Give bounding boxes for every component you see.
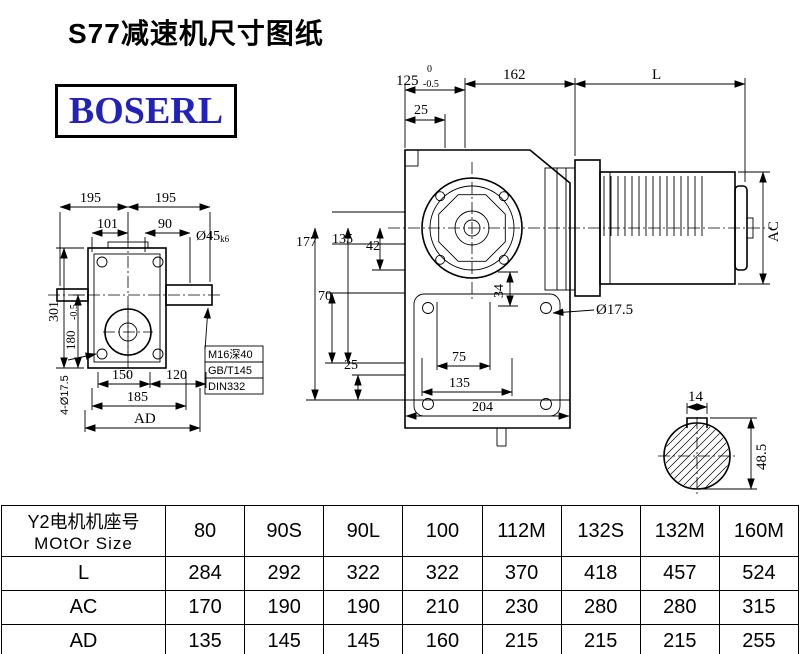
dim-204: 204 [472,400,493,415]
boserl-logo: BOSERL [55,84,237,138]
dim-4-holes: 4-Ø17.5 [59,375,71,415]
dim-180-tol: -0.5 [69,304,80,320]
table-cell: 135 [164,624,246,654]
table-row-L: L 284 292 322 322 370 418 457 524 [1,556,800,591]
size-col-header: 132S [560,505,641,557]
dim-75: 75 [452,350,466,365]
side-view: 195 195 101 90 Ø45k6 301 180 -0.5 4-Ø17.… [47,191,264,432]
table-cell: 315 [718,590,800,625]
table-cell: 170 [164,590,246,625]
table-cell: 215 [560,624,641,654]
size-col-header: 90L [323,505,404,557]
table-cell: 190 [323,590,404,625]
table-cell: 215 [639,624,720,654]
dim-195-left: 195 [80,191,101,206]
table-cell: 280 [560,590,641,625]
dim-135-bottom: 135 [449,376,470,391]
dim-125-tol-upper: 0 [427,64,432,75]
front-view: 125 0 -0.5 162 L 25 42 135 177 70 [296,64,782,447]
dim-70: 70 [318,289,332,304]
dim-bore-depth-48-5: 48.5 [754,444,770,470]
row-label: AC [1,590,166,625]
table-cell: 160 [402,624,483,654]
dim-150: 150 [112,368,133,383]
size-col-header: 160M [718,505,800,557]
table-cell: 322 [323,556,404,591]
size-col-header: 90S [244,505,325,557]
note-gb-standard: GB/T145 [208,365,252,377]
dim-34: 34 [492,284,507,298]
table-cell: 190 [244,590,325,625]
dim-162: 162 [503,67,526,83]
table-cell: 418 [560,556,641,591]
row-label: L [1,556,166,591]
table-cell: 255 [718,624,800,654]
dim-25-top: 25 [414,103,428,118]
dim-shaft-dia: Ø45k6 [196,229,230,244]
dim-hole-dia: Ø17.5 [596,302,633,318]
size-col-header: 132M [639,505,720,557]
table-cell: 370 [481,556,562,591]
dim-90: 90 [158,217,172,232]
dim-185: 185 [127,390,148,405]
motor-size-header: Y2电机机座号 MOtOr Size [1,505,166,557]
dim-ad: AD [134,411,156,427]
dim-42: 42 [366,239,380,254]
dim-ac: AC [766,221,782,242]
dim-195-right: 195 [155,191,176,206]
note-din-standard: DIN332 [208,381,245,393]
dim-180: 180 [63,331,78,351]
dim-key-width-14: 14 [688,389,704,405]
table-cell: 215 [481,624,562,654]
row-label: AD [1,624,166,654]
page-title: S77减速机尺寸图纸 [68,18,324,49]
motor-size-table: Y2电机机座号 MOtOr Size 80 90S 90L 100 112M 1… [1,505,800,654]
table-cell: 524 [718,556,800,591]
dim-motor-length-L: L [652,67,661,83]
table-cell: 280 [639,590,720,625]
dim-125: 125 [396,73,419,89]
shaft-section-view: 14 48.5 [658,389,770,495]
table-cell: 284 [164,556,246,591]
table-cell: 292 [244,556,325,591]
table-row-AD: AD 135 145 145 160 215 215 215 255 [1,624,800,654]
table-cell: 322 [402,556,483,591]
table-cell: 145 [323,624,404,654]
dim-177: 177 [296,235,317,250]
motor-size-header-en: MOtOr Size [34,534,133,553]
table-cell: 230 [481,590,562,625]
dim-25-bottom: 25 [344,358,358,373]
table-cell: 210 [402,590,483,625]
dim-120: 120 [166,368,187,383]
dim-135-left: 135 [332,232,353,247]
dim-125-tol-lower: -0.5 [423,79,439,90]
dim-101: 101 [97,217,118,232]
size-col-header: 100 [402,505,483,557]
table-row-AC: AC 170 190 190 210 230 280 280 315 [1,590,800,625]
table-header-row: Y2电机机座号 MOtOr Size 80 90S 90L 100 112M 1… [1,505,800,557]
size-col-header: 80 [164,505,246,557]
size-col-header: 112M [481,505,562,557]
motor-size-header-cn: Y2电机机座号 [27,512,140,532]
note-thread: M16深40 [208,348,253,361]
table-cell: 145 [244,624,325,654]
technical-drawing: 195 195 101 90 Ø45k6 301 180 -0.5 4-Ø17.… [47,64,782,495]
table-cell: 457 [639,556,720,591]
dim-301: 301 [47,301,62,322]
